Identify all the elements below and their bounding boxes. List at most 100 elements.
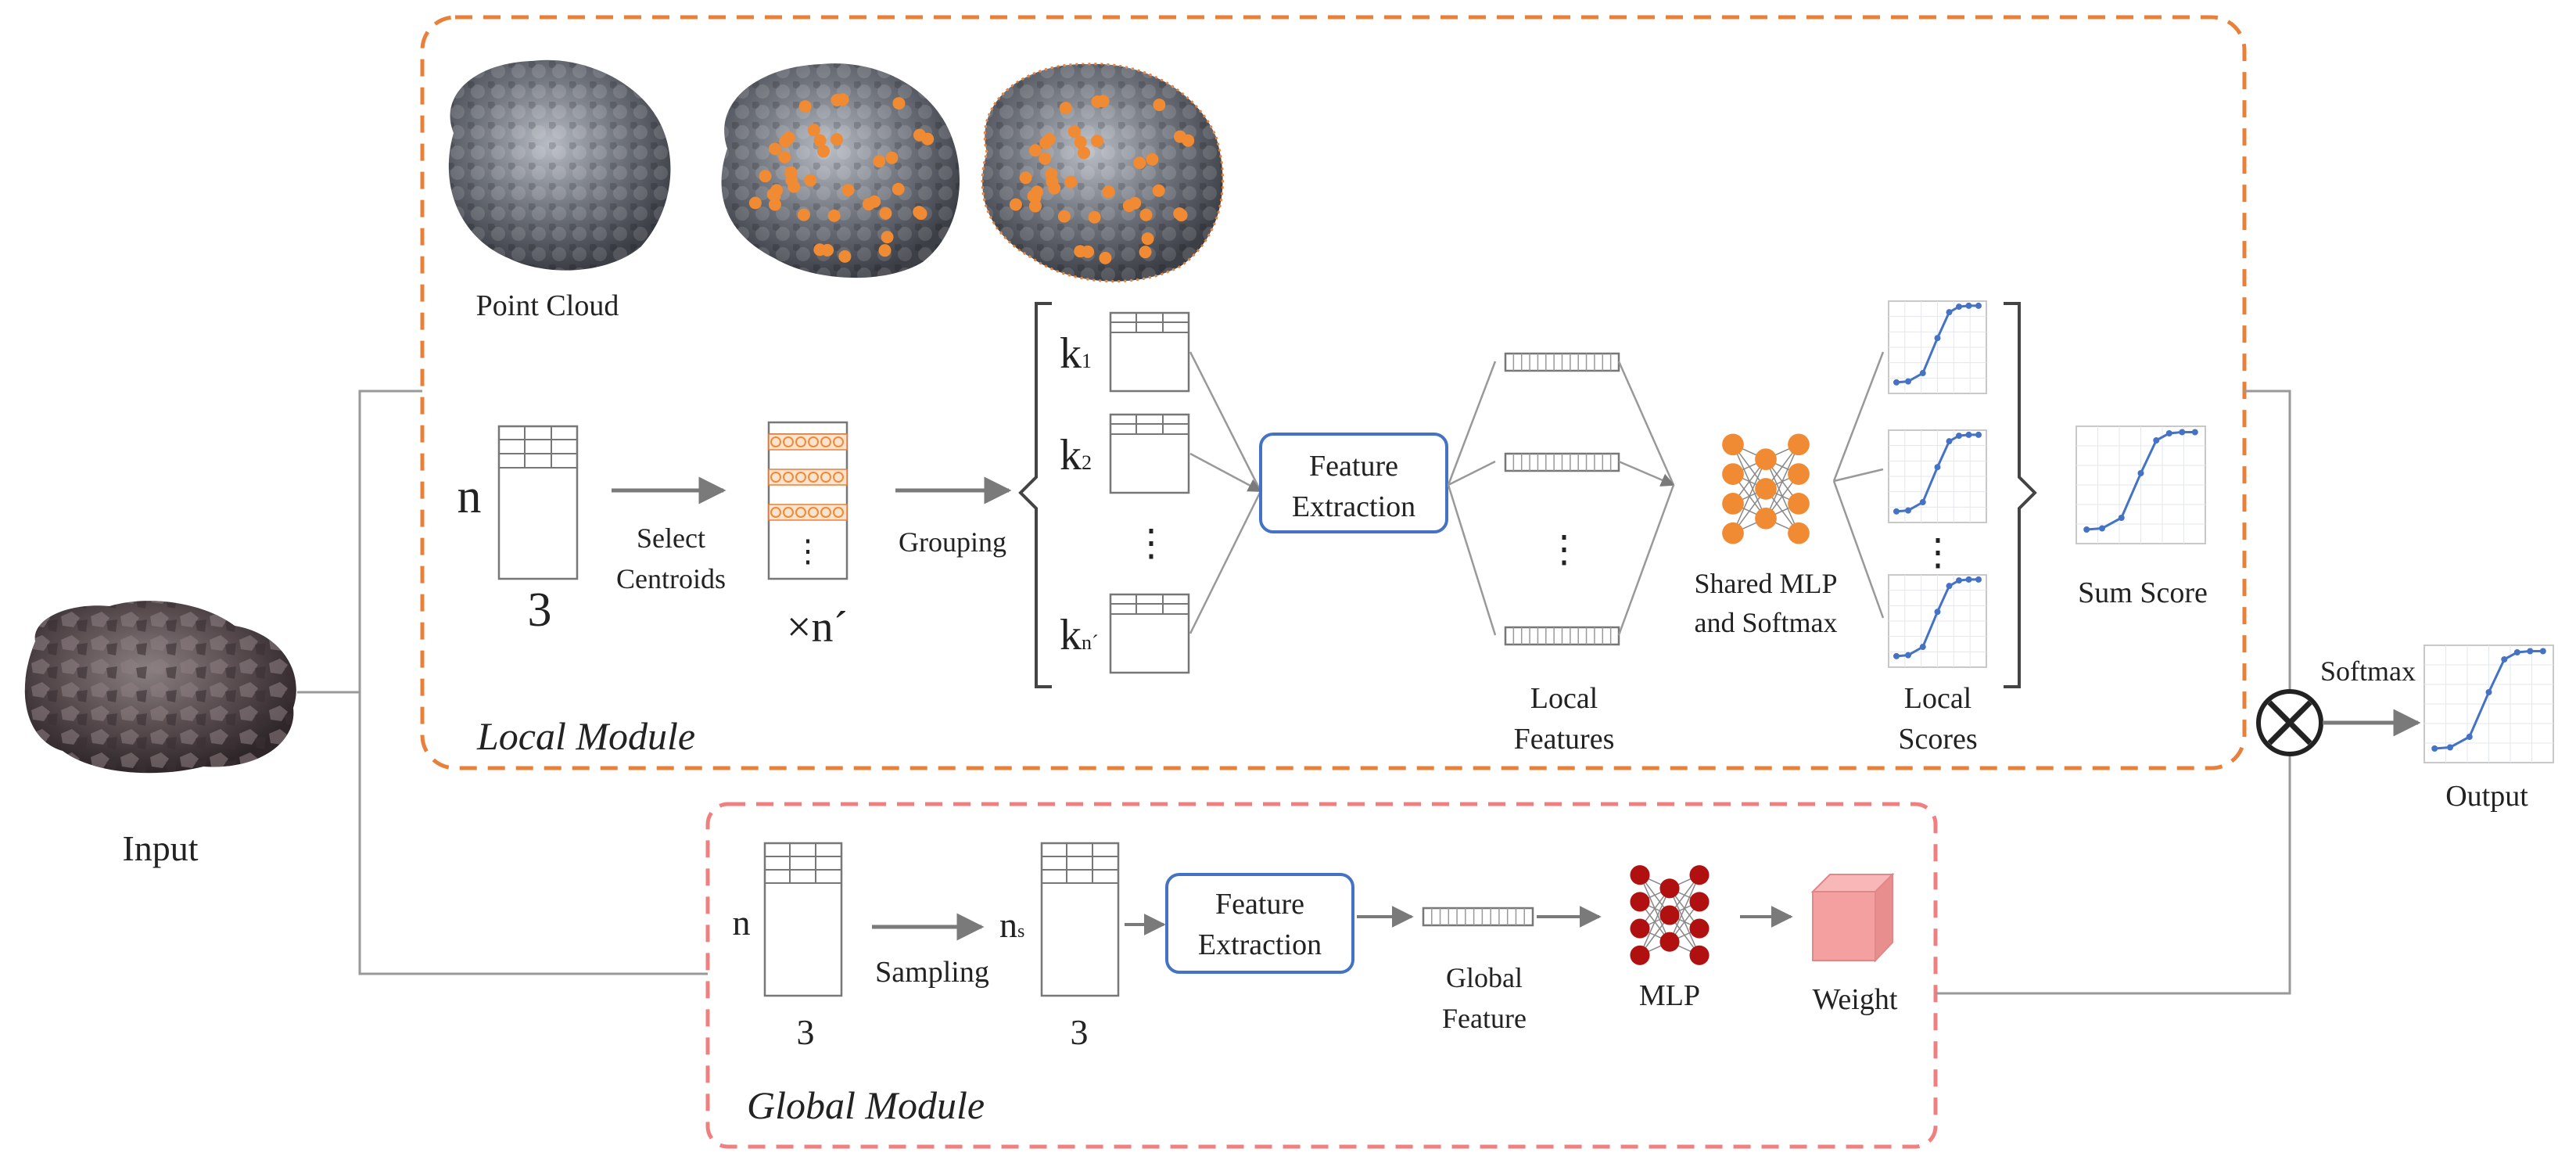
- global-feature-line2: Feature: [1442, 1003, 1527, 1034]
- group-matrix-2: [1109, 413, 1190, 494]
- plot-point: [2513, 649, 2520, 655]
- centroid-dot: [892, 182, 905, 196]
- plot-point: [2485, 689, 2492, 695]
- centroid-marker: [770, 472, 781, 483]
- centroid-dot: [807, 124, 820, 137]
- network-node: [1722, 522, 1744, 544]
- centroid-dot: [798, 100, 812, 113]
- centroid-dot: [821, 243, 834, 257]
- centroid-dot: [1088, 210, 1101, 224]
- local-score-plot-1: [1888, 300, 1987, 394]
- output-label: Output: [2445, 780, 2528, 813]
- centroid-dot: [1102, 185, 1115, 199]
- centroid-dot: [1153, 99, 1166, 112]
- centroid-dot: [1146, 153, 1159, 166]
- group-matrix-1: [1109, 311, 1190, 393]
- point-cloud-label: Point Cloud: [476, 289, 619, 322]
- centroid-marker: [808, 507, 819, 518]
- centroid-marker: [783, 436, 794, 447]
- group-label-k1: k1: [1060, 329, 1092, 378]
- centroid-marker: [795, 507, 806, 518]
- global-feature-extraction-box: [1165, 873, 1354, 974]
- centroid-dot: [804, 174, 817, 187]
- centroid-dot: [827, 209, 841, 222]
- network-node: [1755, 507, 1777, 530]
- centroid-dot: [1067, 125, 1081, 138]
- centroid-dot: [816, 145, 830, 158]
- network-node: [1722, 493, 1744, 515]
- plot-point: [1956, 303, 1962, 311]
- feature-to-mlp-lines: [1617, 361, 1675, 636]
- plot-point: [1919, 499, 1926, 506]
- point-cloud-centroids: [721, 63, 960, 278]
- multiply-node: [2256, 689, 2323, 756]
- local-feature-extraction-box: [1259, 433, 1448, 533]
- centroid-dot: [1091, 135, 1104, 148]
- centroid-dot: [778, 150, 791, 163]
- plot-point: [2501, 656, 2508, 662]
- shared-mlp-line1: Shared MLP: [1695, 568, 1838, 599]
- plot-point: [1934, 464, 1941, 471]
- centroid-dot: [892, 97, 906, 110]
- local-score-plot-2: [1888, 429, 1987, 523]
- plot-point: [1905, 378, 1911, 385]
- mlp-to-score-lines: [1832, 351, 1885, 619]
- local-fe-line2: Extraction: [1292, 490, 1415, 523]
- plot-point: [2431, 745, 2438, 752]
- centroid-marker: [820, 472, 831, 483]
- centroid-marker: [783, 472, 794, 483]
- global-matrix-n: n: [733, 903, 751, 943]
- centroid-dot: [1074, 135, 1087, 149]
- centroid-dot: [759, 170, 772, 183]
- plot-point: [1965, 302, 1972, 309]
- select-centroids-line1: Select: [637, 522, 705, 554]
- group-label-k2: k2: [1060, 431, 1092, 479]
- centroid-dot: [1046, 175, 1059, 189]
- score-brace: [2004, 302, 2037, 688]
- plot-point: [1946, 309, 1953, 316]
- centroid-dot: [1122, 199, 1136, 213]
- centroid-dot: [1091, 95, 1104, 108]
- centroid-dot: [1042, 133, 1056, 146]
- group-to-fe-lines: [1189, 351, 1262, 634]
- group-matrix-3: [1109, 593, 1190, 674]
- local-scores-line1: Local: [1904, 682, 1972, 715]
- global-feature-vector: [1422, 907, 1534, 927]
- group-label-kn: kn´: [1060, 611, 1099, 659]
- centroid-matrix-ellipsis: ⋮: [792, 533, 823, 569]
- centroid-marker: [808, 472, 819, 483]
- grouping-label: Grouping: [899, 526, 1006, 558]
- centroid-dot: [1099, 251, 1112, 264]
- global-fe-line2: Extraction: [1198, 928, 1322, 961]
- plot-point: [1946, 583, 1953, 590]
- global-sampled-matrix: [1040, 842, 1120, 997]
- centroid-dot: [1077, 146, 1090, 160]
- plot-point: [1919, 370, 1926, 377]
- centroid-dot: [878, 244, 892, 257]
- centroid-dot: [1028, 144, 1042, 157]
- group-ellipsis: ⋮: [1132, 522, 1170, 564]
- point-cloud-plain: [448, 59, 671, 271]
- softmax-label: Softmax: [2320, 655, 2416, 687]
- global-to-multiply-line: [1936, 753, 2291, 995]
- global-feature-line1: Global: [1446, 962, 1523, 993]
- centroid-dot: [1139, 246, 1152, 259]
- global-ns-3: 3: [1071, 1012, 1089, 1052]
- plot-point: [1934, 335, 1941, 342]
- centroid-dot: [813, 134, 827, 147]
- network-edge: [1669, 874, 1700, 943]
- local-features-line2: Features: [1514, 723, 1615, 756]
- centroid-dot: [1173, 130, 1186, 143]
- local-matrix-3: 3: [528, 584, 552, 637]
- local-to-multiply-line: [2244, 390, 2291, 692]
- shared-mlp-line2: and Softmax: [1695, 607, 1838, 638]
- centroid-dot: [748, 196, 762, 210]
- centroid-dot: [1175, 209, 1188, 222]
- network-node: [1659, 932, 1680, 952]
- centroid-dot: [881, 231, 894, 244]
- plot-point: [1956, 433, 1962, 440]
- local-matrix-n: n: [457, 470, 482, 523]
- plot-point: [1905, 507, 1911, 514]
- centroid-dot: [782, 131, 795, 145]
